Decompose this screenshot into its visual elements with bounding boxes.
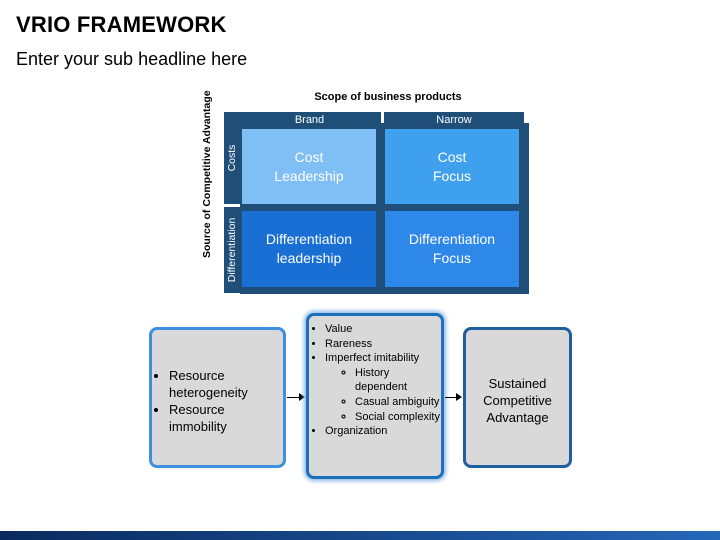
arrow-1: [287, 397, 299, 398]
column-header-brand: Brand: [238, 112, 381, 128]
sublist-item: History dependent: [355, 366, 441, 395]
list-item: Organization: [325, 424, 441, 439]
list-item: Resource immobility: [169, 401, 283, 435]
advantage-box: Sustained Competitive Advantage: [463, 327, 572, 468]
list-item: Imperfect imitability History dependent …: [325, 351, 441, 424]
cell-cost-focus: Cost Focus: [385, 129, 519, 204]
page-subtitle: Enter your sub headline here: [16, 49, 248, 69]
resource-box: Resource heterogeneity Resource immobili…: [149, 327, 286, 468]
footer-bar: [0, 531, 720, 540]
cell-differentiation-focus-text: Differentiation Focus: [408, 231, 496, 266]
x-axis-label: Scope of business products: [314, 91, 462, 103]
imitability-sublist: History dependent Casual ambiguity Socia…: [333, 366, 441, 424]
cell-differentiation-leadership: Differentiation leadership: [242, 211, 376, 287]
arrow-2: [445, 397, 456, 398]
row-header-differentiation-label: Differentiation: [226, 217, 238, 283]
cell-cost-leadership: Cost Leadership: [242, 129, 376, 204]
vrio-box: Value Rareness Imperfect imitability His…: [306, 313, 444, 479]
cell-cost-focus-text: Cost Focus: [432, 148, 472, 184]
row-header-costs: Costs: [224, 112, 240, 204]
row-header-costs-label: Costs: [226, 144, 238, 172]
vrio-list: Value Rareness Imperfect imitability His…: [311, 322, 441, 439]
resource-list: Resource heterogeneity Resource immobili…: [155, 367, 283, 435]
list-item: Rareness: [325, 337, 441, 352]
y-axis-label: Source of Competitive Advantage: [201, 90, 213, 258]
row-header-differentiation: Differentiation: [224, 207, 240, 293]
list-item: Resource heterogeneity: [169, 367, 283, 401]
arrowhead-1: [299, 393, 305, 401]
cell-differentiation-focus: Differentiation Focus: [385, 211, 519, 287]
page-title: VRIO FRAMEWORK: [16, 12, 227, 37]
column-header-narrow: Narrow: [384, 112, 524, 128]
sublist-item: Social complexity: [355, 410, 441, 425]
sublist-item: Casual ambiguity: [355, 395, 441, 410]
list-item-label: Imperfect imitability: [325, 352, 420, 365]
list-item: Value: [325, 322, 441, 337]
cell-cost-leadership-text: Cost Leadership: [274, 148, 344, 184]
advantage-text: Sustained Competitive Advantage: [483, 376, 552, 425]
cell-differentiation-leadership-text: Differentiation leadership: [265, 231, 353, 266]
arrowhead-2: [456, 393, 462, 401]
